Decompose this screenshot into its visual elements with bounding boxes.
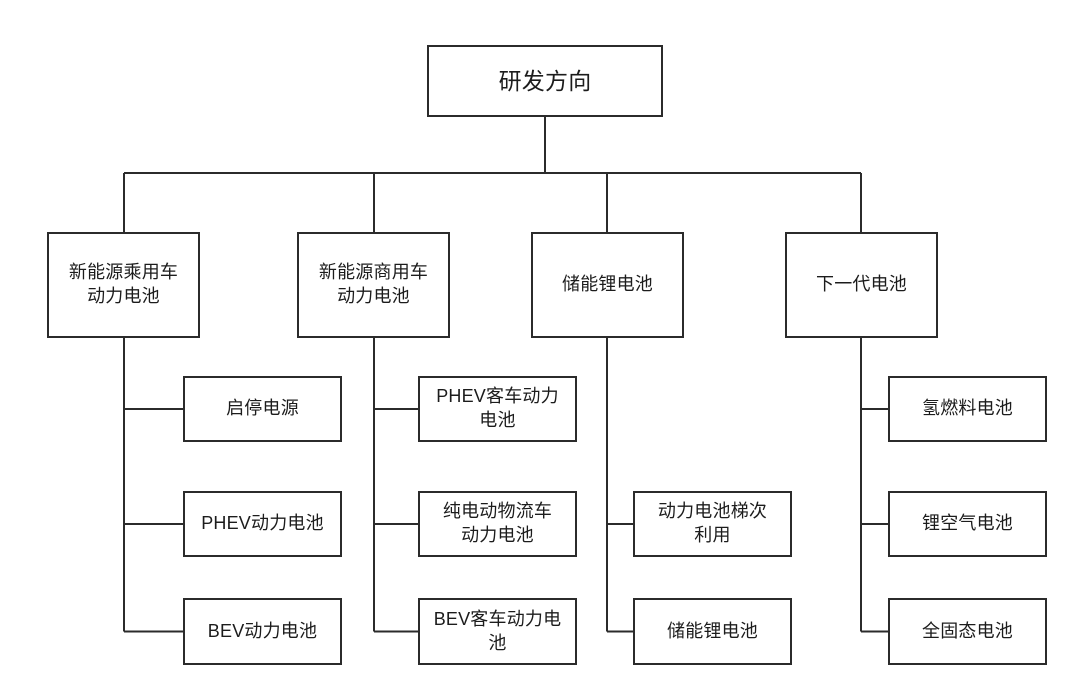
- node-branch-2[interactable]: 新能源商用车 动力电池: [297, 232, 450, 338]
- node-leaf-1-1-label: 启停电源: [226, 398, 299, 419]
- node-leaf-2-1[interactable]: PHEV客车动力 电池: [418, 376, 577, 442]
- node-root-label: 研发方向: [498, 67, 592, 94]
- node-leaf-2-3[interactable]: BEV客车动力电 池: [418, 598, 577, 665]
- node-leaf-3-1[interactable]: 动力电池梯次 利用: [633, 491, 792, 557]
- node-leaf-2-2-label: 纯电动物流车 动力电池: [442, 501, 553, 545]
- node-leaf-4-2-label: 锂空气电池: [922, 513, 1013, 534]
- node-leaf-3-1-label: 动力电池梯次 利用: [657, 501, 768, 545]
- node-leaf-4-3-label: 全固态电池: [922, 620, 1013, 641]
- node-leaf-3-2-label: 储能锂电池: [667, 620, 758, 641]
- node-branch-4-label: 下一代电池: [816, 274, 907, 295]
- node-leaf-1-3-label: BEV动力电池: [207, 620, 318, 641]
- node-leaf-3-2[interactable]: 储能锂电池: [633, 598, 792, 665]
- node-root[interactable]: 研发方向: [427, 45, 663, 117]
- node-leaf-2-3-label: BEV客车动力电 池: [433, 608, 562, 653]
- node-leaf-1-3[interactable]: BEV动力电池: [183, 598, 342, 665]
- node-branch-1-label: 新能源乘用车 动力电池: [68, 262, 179, 306]
- node-leaf-4-1-label: 氢燃料电池: [922, 398, 1013, 419]
- node-branch-1[interactable]: 新能源乘用车 动力电池: [47, 232, 200, 338]
- node-branch-2-label: 新能源商用车 动力电池: [318, 262, 429, 306]
- node-leaf-2-1-label: PHEV客车动力 电池: [436, 386, 559, 430]
- node-leaf-2-2[interactable]: 纯电动物流车 动力电池: [418, 491, 577, 557]
- node-leaf-4-3[interactable]: 全固态电池: [888, 598, 1047, 665]
- node-leaf-1-2[interactable]: PHEV动力电池: [183, 491, 342, 557]
- node-branch-3[interactable]: 储能锂电池: [531, 232, 684, 338]
- node-leaf-1-1[interactable]: 启停电源: [183, 376, 342, 442]
- node-branch-4[interactable]: 下一代电池: [785, 232, 938, 338]
- node-leaf-1-2-label: PHEV动力电池: [201, 513, 324, 534]
- node-leaf-4-2[interactable]: 锂空气电池: [888, 491, 1047, 557]
- node-branch-3-label: 储能锂电池: [562, 274, 653, 295]
- node-leaf-4-1[interactable]: 氢燃料电池: [888, 376, 1047, 442]
